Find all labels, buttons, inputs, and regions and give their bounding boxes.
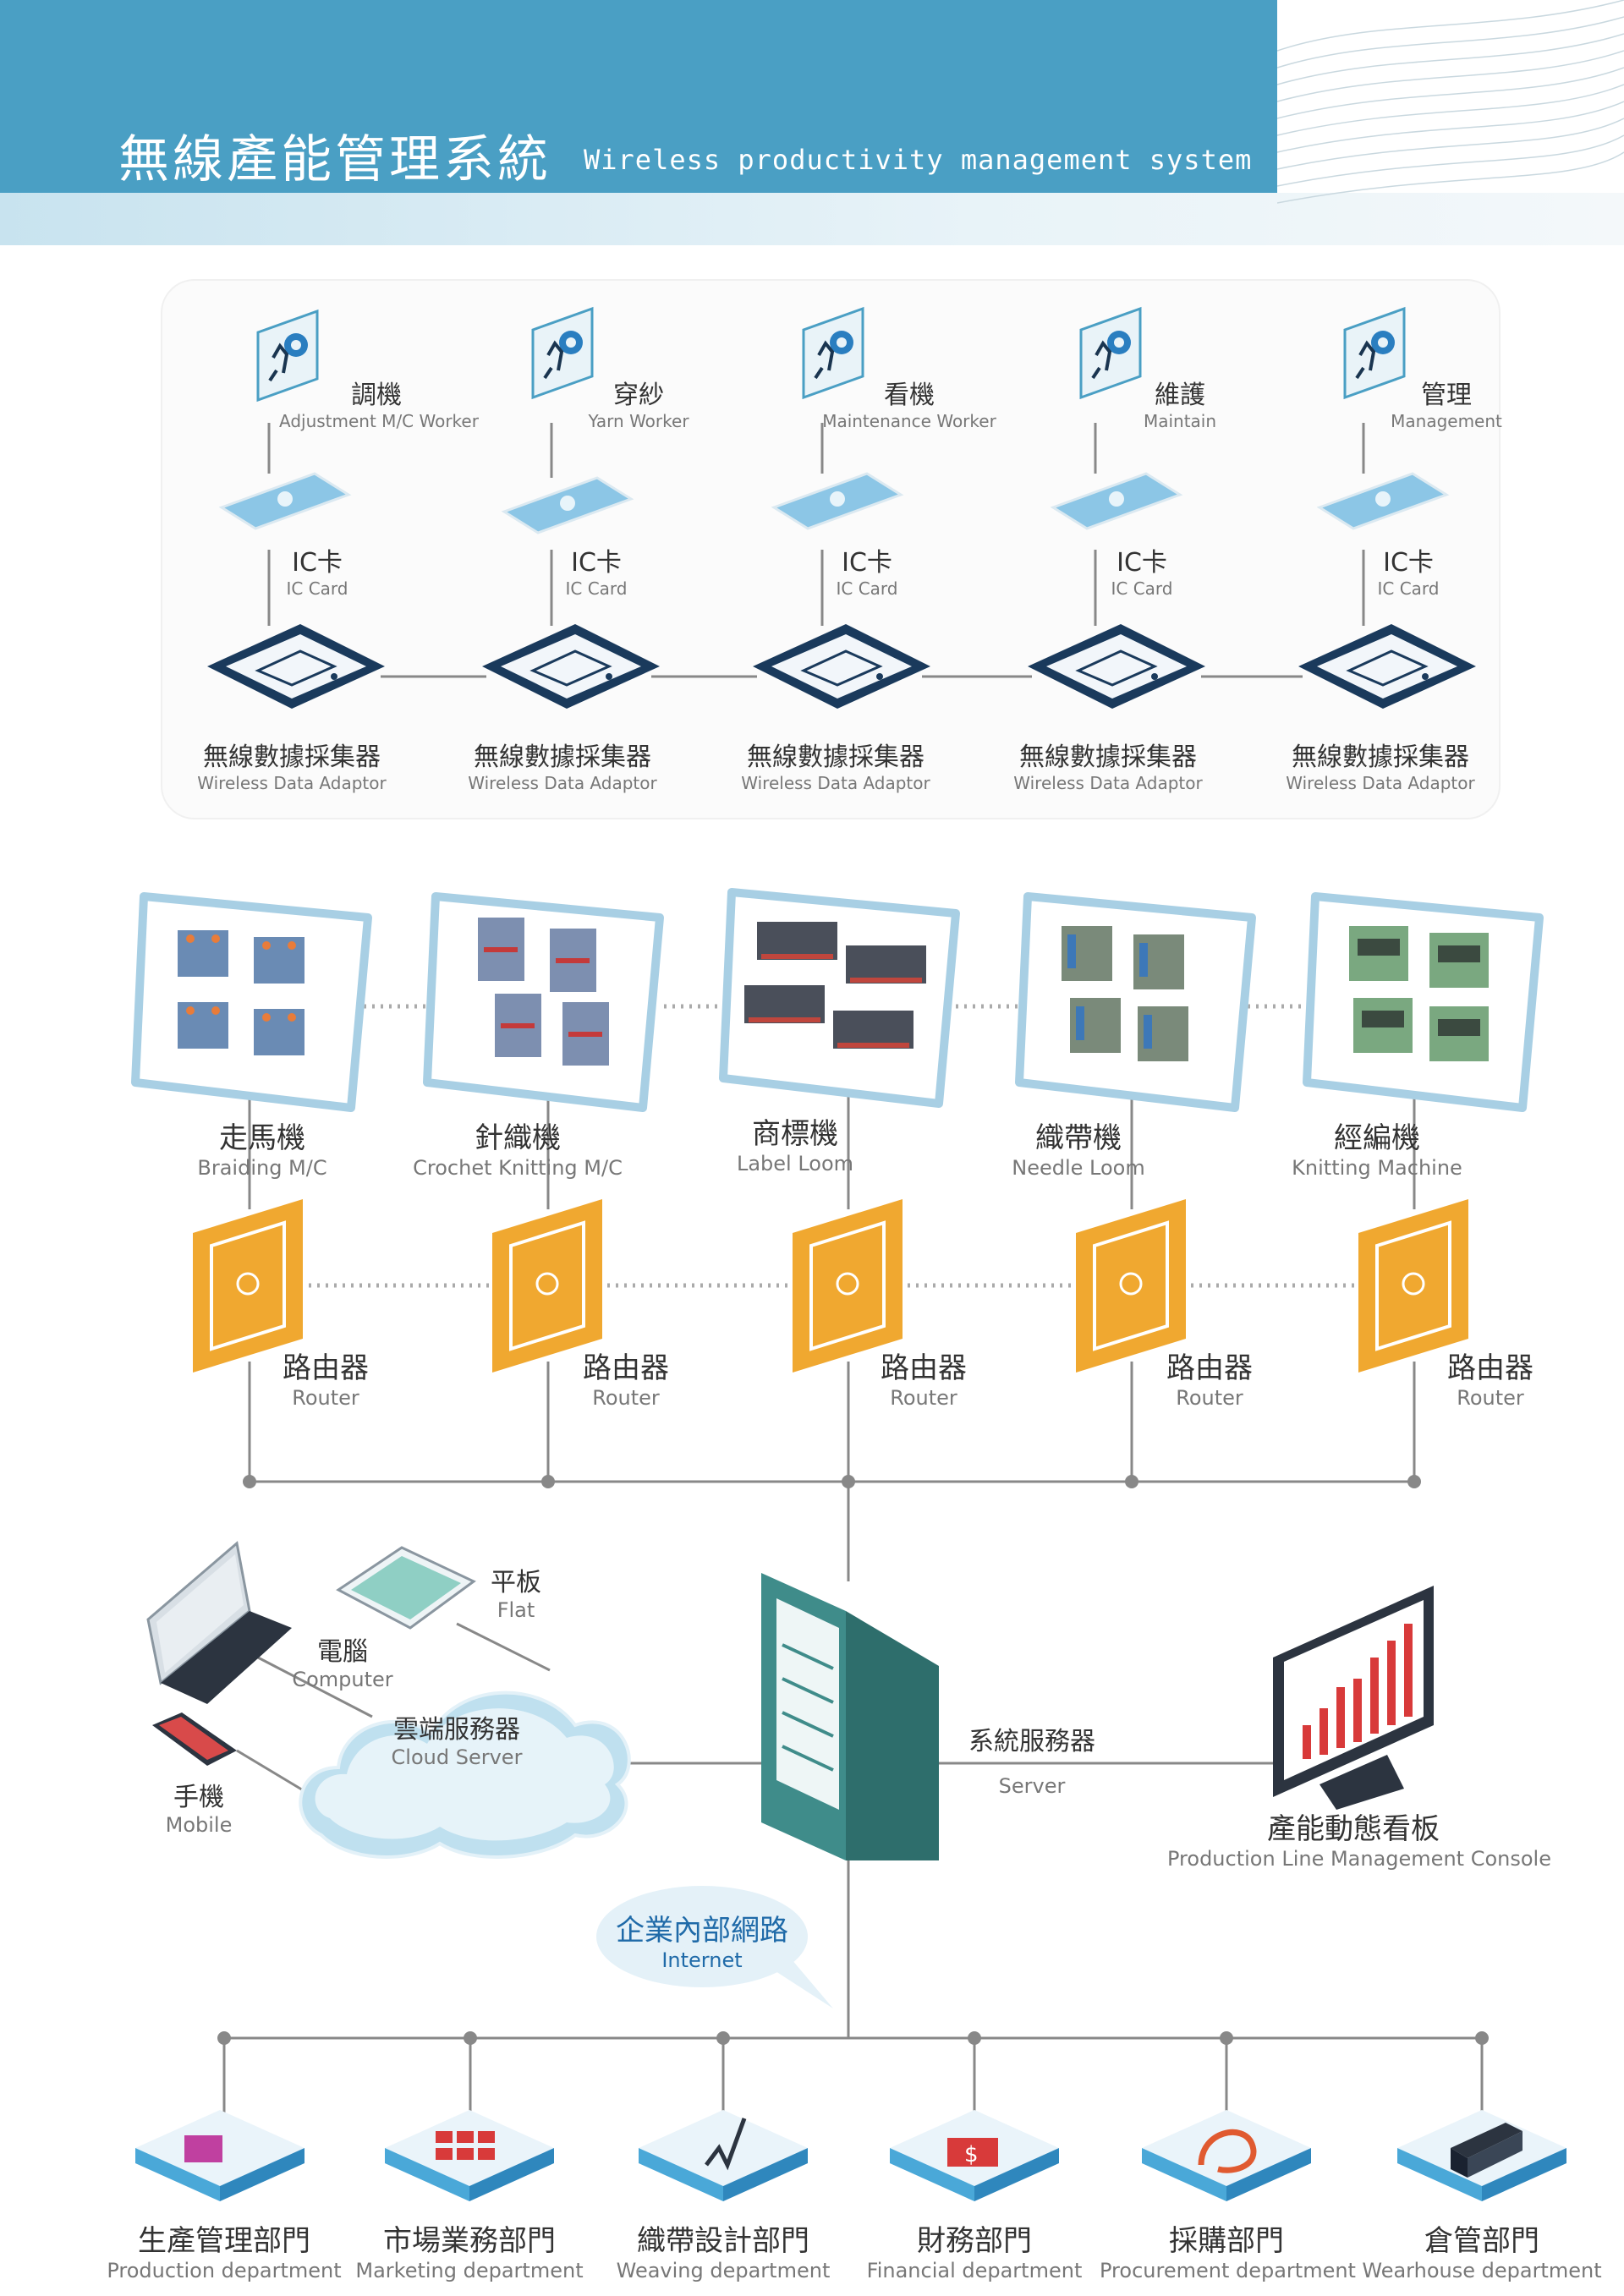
needle-loom-image (1019, 896, 1252, 1108)
page-subtitle: Wireless productivity management system (584, 144, 1253, 176)
page-title: 無線產能管理系統 (118, 130, 551, 189)
procurement-dept-icon (1142, 2110, 1311, 2201)
warehouse-dept-icon (1397, 2110, 1566, 2201)
header-swirl-decoration (1277, 0, 1624, 204)
cloud-server-icon (299, 1690, 631, 1860)
tablet-icon (336, 1546, 476, 1630)
intranet-bubble-icon (596, 1886, 833, 2008)
marketing-dept-icon (385, 2110, 554, 2201)
mobile-icon (152, 1712, 237, 1766)
weaving-dept-icon (639, 2110, 808, 2201)
console-monitor-icon (1273, 1586, 1434, 1810)
svg-text:$: $ (964, 2142, 979, 2167)
braiding-machine-image (135, 896, 368, 1108)
laptop-icon (146, 1541, 292, 1704)
system-server-icon (761, 1573, 939, 1860)
header-band (0, 193, 1624, 245)
label-loom-image (723, 892, 956, 1104)
crochet-machine-image (427, 896, 660, 1108)
knitting-machine-image (1307, 896, 1539, 1108)
header-bar (0, 0, 1277, 193)
production-dept-icon (135, 2110, 304, 2201)
financial-dept-icon: $ (890, 2110, 1059, 2201)
